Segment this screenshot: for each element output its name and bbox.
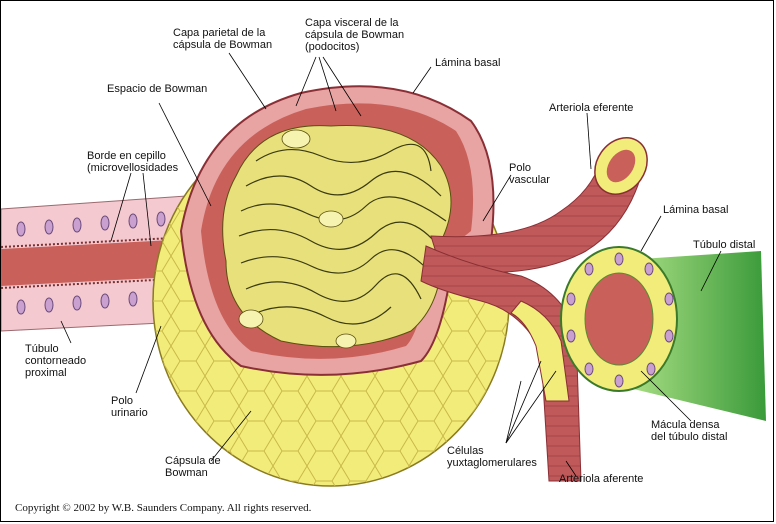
label-arteriola-aferente: Arteriola aferente	[559, 473, 644, 485]
label-espacio-bowman: Espacio de Bowman	[107, 83, 208, 95]
label-tubulo-proximal: Túbulo contorneado proximal	[25, 343, 87, 379]
label-tubulo-distal: Túbulo distal	[693, 239, 756, 251]
label-borde-cepillo: Borde en cepillo (microvellosidades	[87, 150, 179, 174]
label-polo-urinario: Polo urinario	[111, 395, 148, 419]
leader-lines	[60, 52, 722, 477]
label-polo-vascular: Polo vascular	[509, 162, 550, 186]
copyright-notice: Copyright © 2002 by W.B. Saunders Compan…	[15, 502, 312, 514]
efferent-arteriole	[430, 137, 648, 273]
label-arteriola-eferente: Arteriola eferente	[549, 102, 634, 114]
label-celulas-yuxtaglomerulares: Células yuxtaglomerulares	[447, 445, 537, 469]
label-macula-densa: Mácula densa del túbulo distal	[651, 419, 728, 443]
distal-tubule	[560, 246, 766, 421]
glomerulus	[222, 125, 452, 349]
label-capa-parietal: Capa parietal de la cápsula de Bowman	[173, 27, 273, 51]
label-lamina-basal-right: Lámina basal	[663, 204, 729, 216]
label-capa-visceral: Capa visceral de la cápsula de Bowman (p…	[305, 17, 405, 53]
afferent-arteriole	[420, 245, 582, 482]
label-lamina-basal-top: Lámina basal	[435, 57, 501, 69]
label-capsula-bowman: Cápsula de Bowman	[165, 455, 221, 479]
